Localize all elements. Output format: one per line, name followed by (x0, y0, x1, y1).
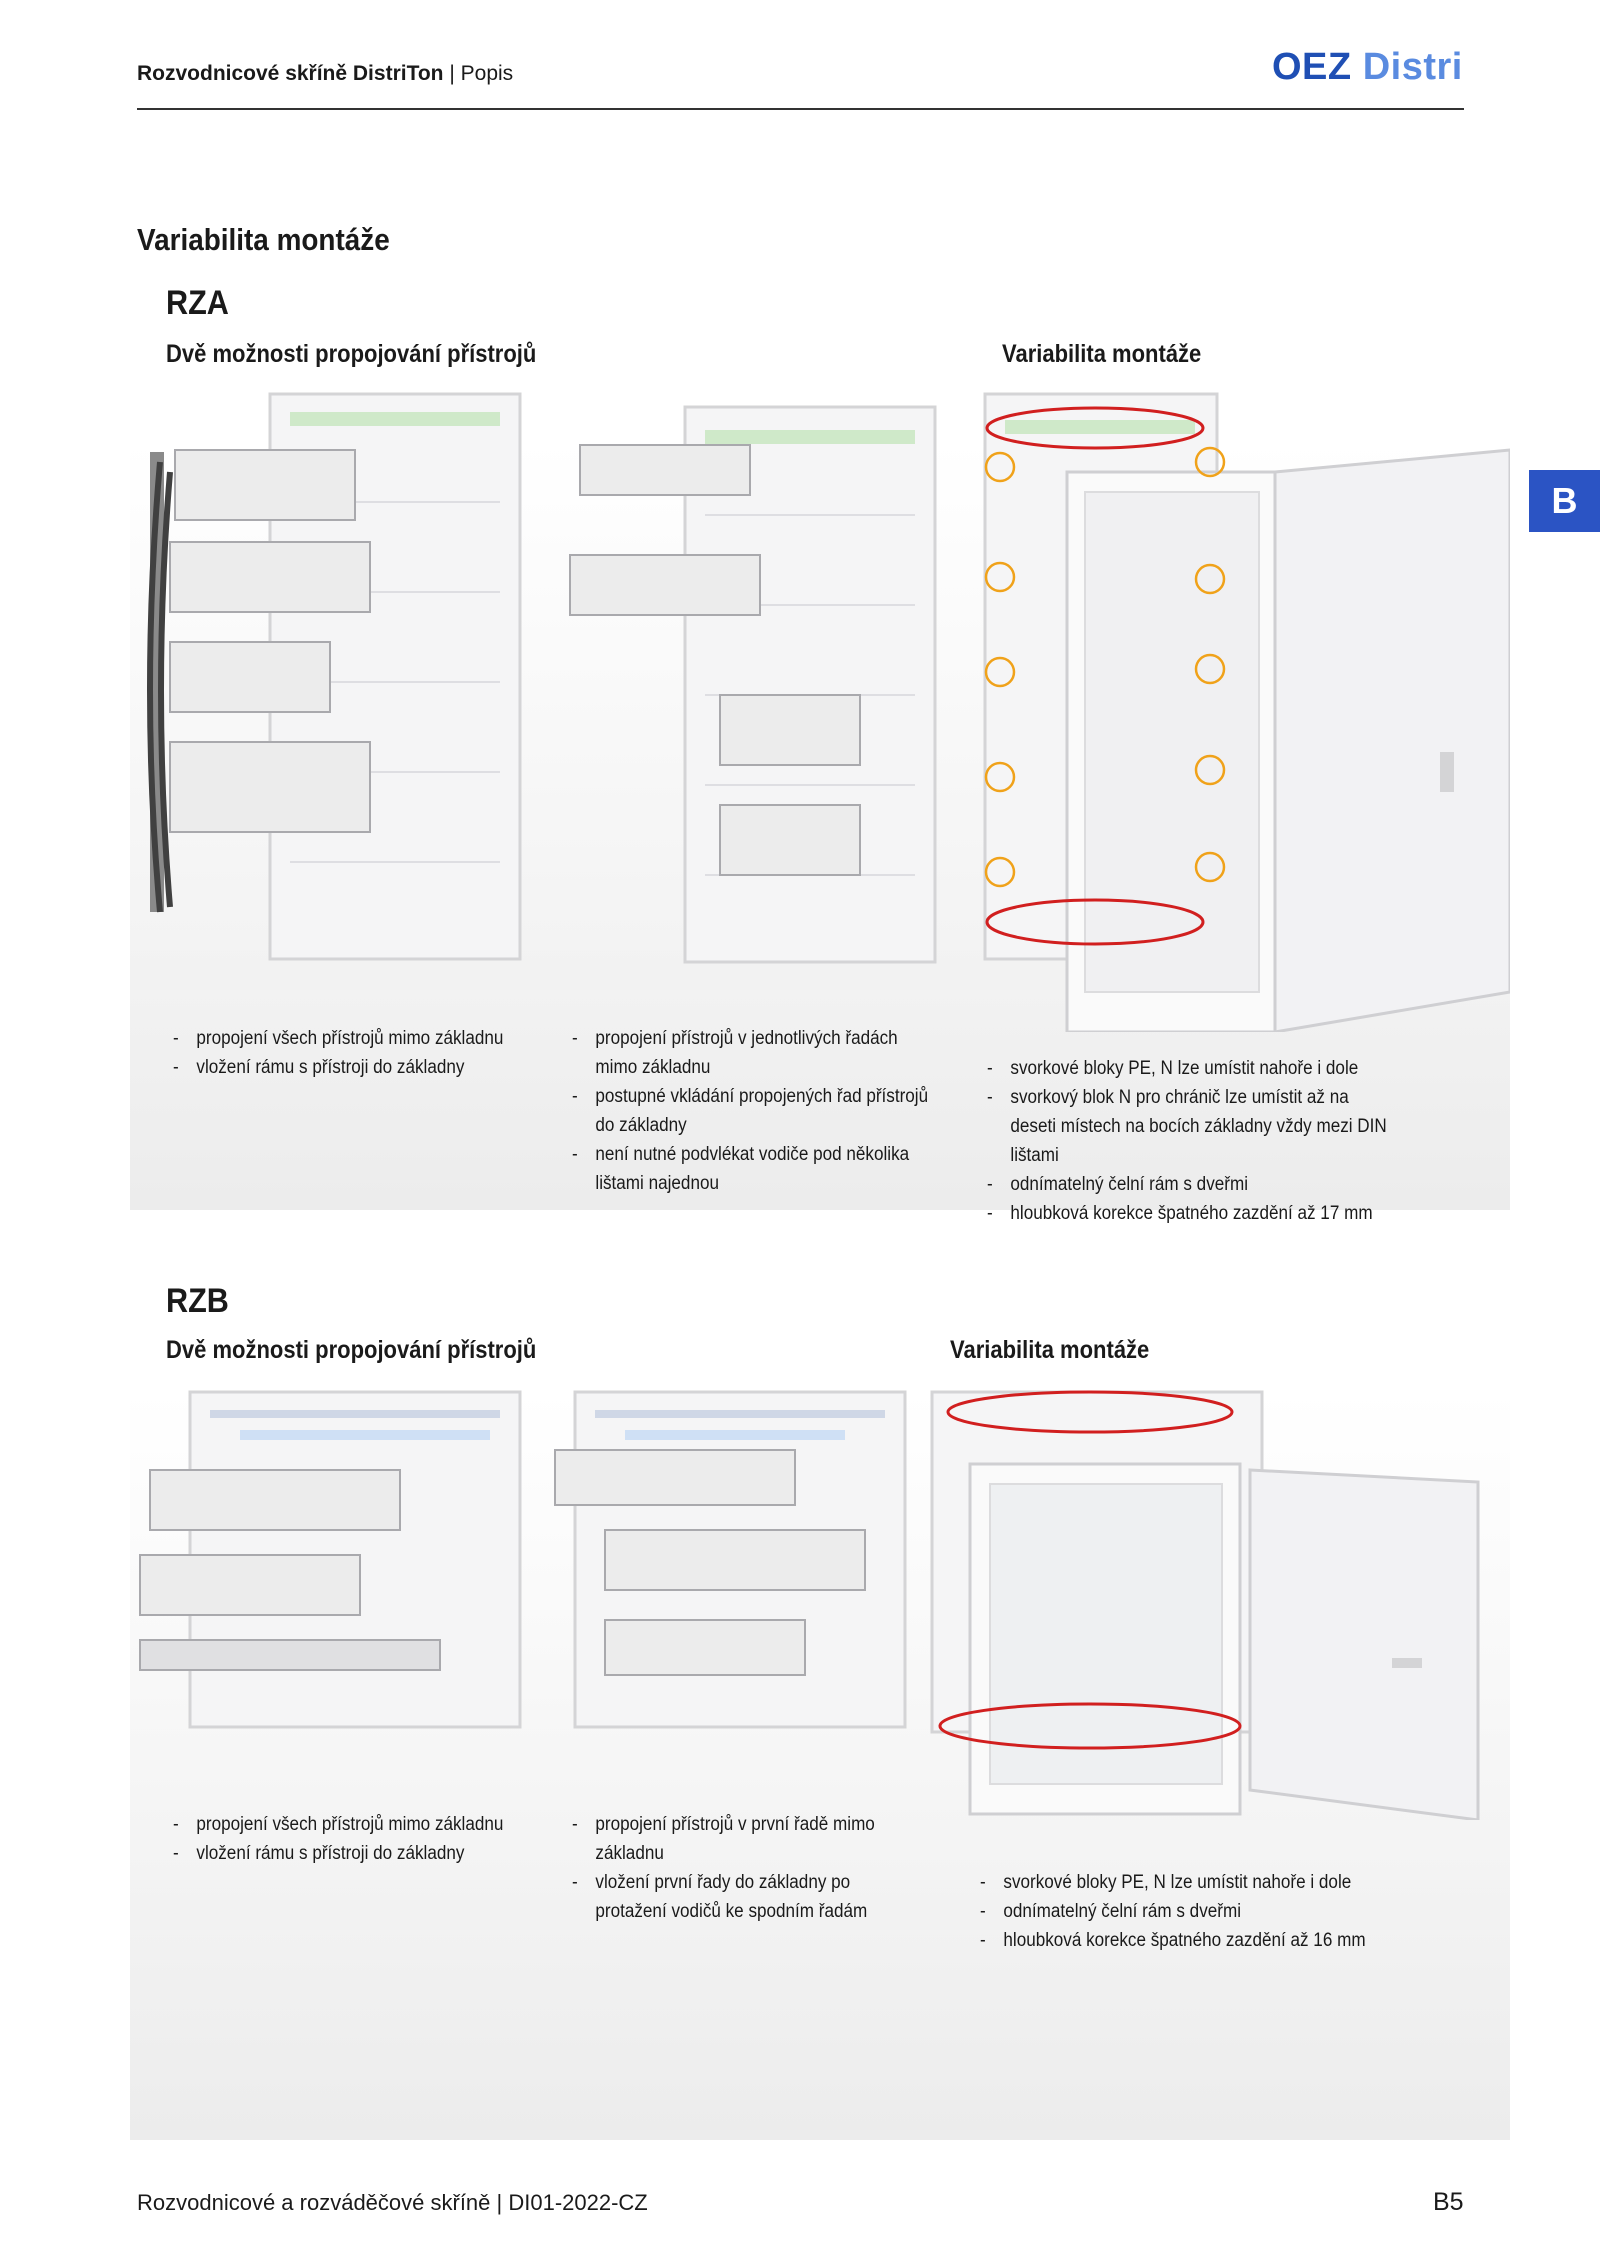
list-item: vložení první řady do základny po protaž… (572, 1868, 905, 1926)
page-number: B5 (1433, 2188, 1464, 2216)
list-item: propojení všech přístrojů mimo základnu (173, 1024, 506, 1053)
list-item: propojení všech přístrojů mimo základnu (173, 1810, 506, 1839)
list-item: odnímatelný čelní rám s dveřmi (980, 1897, 1385, 1926)
list-item: vložení rámu s přístroji do základny (173, 1839, 506, 1868)
header-title-bold: Rozvodnicové skříně DistriTon (137, 62, 444, 85)
section-tab-b: B (1529, 470, 1600, 532)
rza-bullets-col3: svorkové bloky PE, N lze umístit nahoře … (987, 1054, 1392, 1228)
oez-distri-logo: OEZ Distri (1272, 46, 1463, 89)
rzb-right-subtitle: Variabilita montáže (950, 1336, 1150, 1364)
header-title: Rozvodnicové skříně DistriTon | Popis (137, 62, 513, 86)
rza-bullets-col2: propojení přístrojů v jednotlivých řadác… (572, 1024, 932, 1198)
rza-left-subtitle: Dvě možnosti propojování přístrojů (166, 340, 537, 368)
rzb-title: RZB (166, 1282, 229, 1320)
rzb-image-frame-outside (130, 1390, 530, 1740)
list-item: propojení přístrojů v jednotlivých řadác… (572, 1024, 932, 1082)
logo-oez: OEZ (1272, 46, 1352, 88)
list-item: hloubková korekce špatného zazdění až 16… (980, 1926, 1385, 1955)
header-title-rest: Popis (460, 62, 514, 85)
rzb-image-variability (930, 1390, 1500, 1820)
list-item: svorkový blok N pro chránič lze umístit … (987, 1083, 1392, 1170)
rza-right-subtitle: Variabilita montáže (1002, 340, 1202, 368)
list-item: hloubková korekce špatného zazdění až 17… (987, 1199, 1392, 1228)
header-title-separator: | (449, 62, 455, 85)
list-item: není nutné podvlékat vodiče pod několika… (572, 1140, 932, 1198)
rzb-image-rows-outside (545, 1390, 915, 1740)
rza-title: RZA (166, 284, 229, 322)
footer-document-id: Rozvodnicové a rozváděčové skříně | DI01… (137, 2190, 648, 2215)
rza-image-rows-outside (550, 405, 950, 965)
logo-distri: Distri (1362, 46, 1463, 88)
rza-image-variability (975, 392, 1510, 1032)
rzb-left-subtitle: Dvě možnosti propojování přístrojů (166, 1336, 537, 1364)
list-item: vložení rámu s přístroji do základny (173, 1053, 506, 1082)
rzb-bullets-col1: propojení všech přístrojů mimo základnu … (173, 1810, 506, 1868)
rzb-bullets-col3: svorkové bloky PE, N lze umístit nahoře … (980, 1868, 1385, 1955)
list-item: postupné vkládání propojených řad přístr… (572, 1082, 932, 1140)
page-heading: Variabilita montáže (137, 222, 390, 257)
rza-image-frame-outside (130, 392, 530, 962)
list-item: propojení přístrojů v první řadě mimo zá… (572, 1810, 905, 1868)
rzb-bullets-col2: propojení přístrojů v první řadě mimo zá… (572, 1810, 905, 1926)
list-item: svorkové bloky PE, N lze umístit nahoře … (980, 1868, 1385, 1897)
rza-bullets-col1: propojení všech přístrojů mimo základnu … (173, 1024, 506, 1082)
list-item: odnímatelný čelní rám s dveřmi (987, 1170, 1392, 1199)
list-item: svorkové bloky PE, N lze umístit nahoře … (987, 1054, 1392, 1083)
header-divider (137, 108, 1464, 110)
